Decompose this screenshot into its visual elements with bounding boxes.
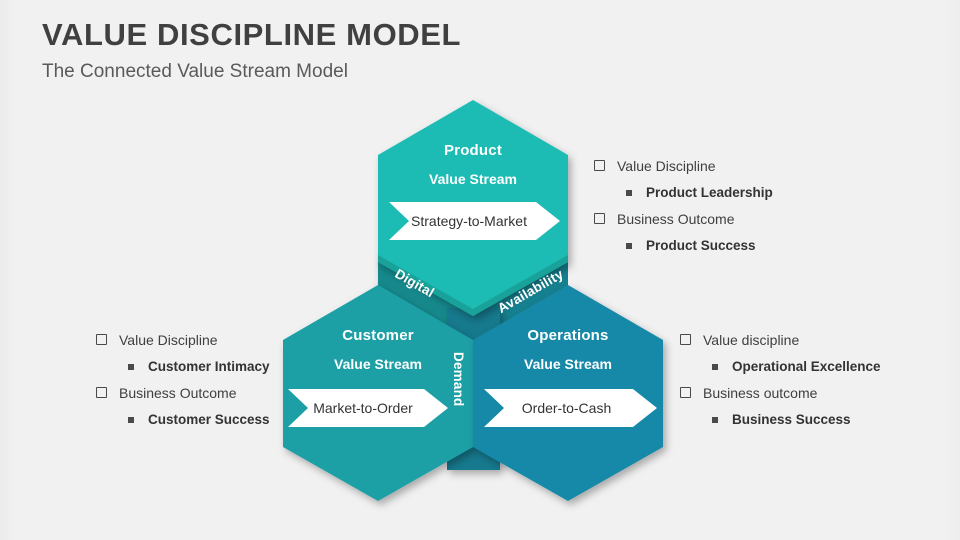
annotation-row: Customer Success xyxy=(128,411,270,429)
page-subtitle: The Connected Value Stream Model xyxy=(42,61,348,83)
chevron-operations xyxy=(484,389,657,427)
annotation-row: Product Leadership xyxy=(626,184,773,202)
checkbox-square-icon xyxy=(96,387,107,399)
checkbox-square-icon xyxy=(594,213,605,225)
bullet-square-icon xyxy=(128,363,134,370)
value-stream-market-to-order: Market-to-Order xyxy=(313,400,413,416)
annotation-operations: Value discipline Operational Excellence … xyxy=(680,331,881,437)
product-discipline-label: Value Discipline xyxy=(617,158,716,174)
checkbox-square-icon xyxy=(680,387,691,399)
annotation-row: Business Success xyxy=(712,411,881,429)
annotation-row: Product Success xyxy=(626,237,773,255)
checkbox-square-icon xyxy=(680,334,691,345)
operations-discipline-value: Operational Excellence xyxy=(732,358,881,374)
bullet-square-icon xyxy=(712,417,718,423)
annotation-row: Value discipline xyxy=(680,331,881,350)
page-title: VALUE DISCIPLINE MODEL xyxy=(42,17,462,52)
customer-discipline-label: Value Discipline xyxy=(119,332,218,348)
annotation-row: Operational Excellence xyxy=(712,358,881,376)
annotation-customer: Value Discipline Customer Intimacy Busin… xyxy=(96,331,270,437)
annotation-row: Business Outcome xyxy=(96,384,270,403)
connector-label-demand: Demand xyxy=(451,352,466,407)
annotation-row: Customer Intimacy xyxy=(128,358,270,376)
operations-discipline-label: Value discipline xyxy=(703,332,800,348)
product-discipline-value: Product Leadership xyxy=(646,184,773,200)
value-stream-strategy-to-market: Strategy-to-Market xyxy=(411,213,527,229)
annotation-row: Value Discipline xyxy=(594,157,773,176)
annotation-product: Value Discipline Product Leadership Busi… xyxy=(594,157,773,263)
customer-outcome-value: Customer Success xyxy=(148,412,270,427)
checkbox-square-icon xyxy=(96,334,107,345)
chevron-customer xyxy=(288,389,448,427)
header: VALUE DISCIPLINE MODEL The Connected Val… xyxy=(42,17,462,83)
value-stream-order-to-cash: Order-to-Cash xyxy=(521,400,612,416)
annotation-row: Business Outcome xyxy=(594,210,773,229)
checkbox-square-icon xyxy=(594,160,605,171)
annotation-row: Value Discipline xyxy=(96,331,270,350)
annotation-row: Business outcome xyxy=(680,384,881,403)
customer-discipline-value: Customer Intimacy xyxy=(148,358,270,374)
product-outcome-label: Business Outcome xyxy=(617,211,735,228)
product-outcome-value: Product Success xyxy=(646,238,756,253)
bullet-square-icon xyxy=(712,363,718,370)
bullet-square-icon xyxy=(626,243,632,249)
bullet-square-icon xyxy=(626,189,632,196)
operations-outcome-label: Business outcome xyxy=(703,385,818,402)
operations-outcome-value: Business Success xyxy=(732,412,851,427)
chevron-product xyxy=(389,202,560,240)
customer-outcome-label: Business Outcome xyxy=(119,385,237,402)
bullet-square-icon xyxy=(128,417,134,423)
